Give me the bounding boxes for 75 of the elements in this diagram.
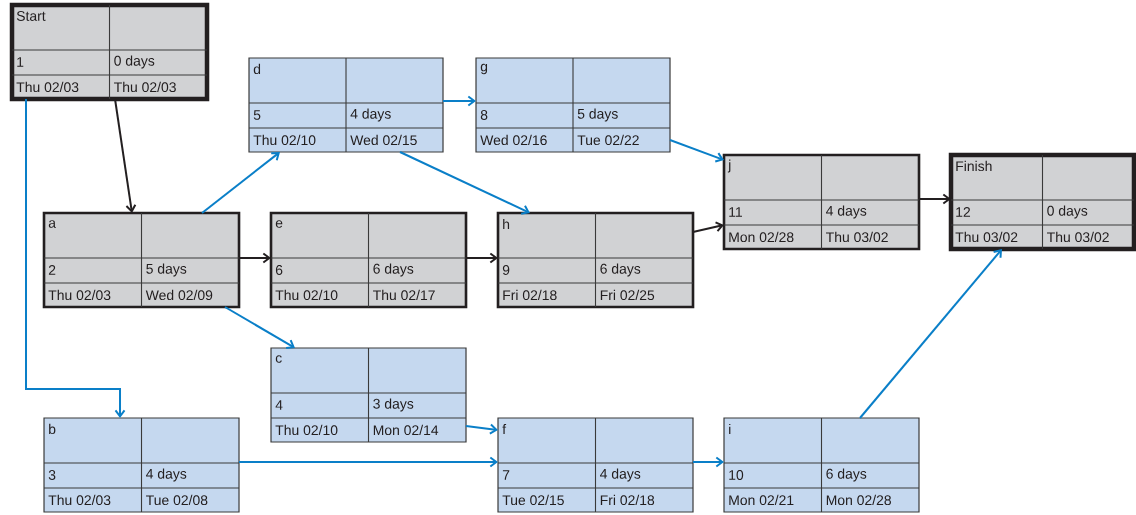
start-date: Mon 02/28 [729,231,794,243]
task-name: h [503,218,510,230]
arrow [201,152,280,214]
start-date: Mon 02/21 [729,494,794,506]
task-name: c [275,355,282,363]
finish-date: Wed 02/15 [350,134,417,146]
finish-date: Fri 02/18 [600,494,655,506]
task-name: i [729,423,731,435]
arrow [25,98,126,418]
arrow [465,252,498,264]
arrow [918,193,951,205]
task-id: 8 [480,110,488,120]
finish-date: Tue 02/22 [577,134,639,146]
arrow [465,423,498,435]
task-id: 4 [275,400,283,410]
arrow [859,249,1002,419]
task-name: Start [16,11,46,21]
start-date: Thu 02/03 [48,494,111,506]
duration: 4 days [826,205,867,219]
duration: 0 days [1047,205,1088,219]
start-date: Fri 02/18 [503,289,557,301]
task-id: 11 [729,207,742,217]
arrow [114,98,137,213]
duration: 4 days [146,468,187,482]
task-name: d [253,63,261,75]
duration: 4 days [600,468,641,482]
finish-date: Thu 02/03 [114,81,176,93]
task-id: 6 [275,265,283,275]
duration: 6 days [826,468,867,482]
duration: 6 days [600,263,641,277]
finish-date: Thu 02/17 [373,289,435,301]
finish-date: Thu 03/02 [826,231,888,243]
finish-date: Mon 02/14 [373,424,439,436]
task-name: b [49,423,56,435]
start-date: Thu 02/03 [48,289,111,301]
task-id: 3 [48,470,56,480]
duration: 3 days [373,398,414,412]
arrow [669,139,724,163]
finish-date: Tue 02/08 [146,494,208,506]
finish-date: Fri 02/25 [600,289,655,301]
start-date: Thu 02/10 [253,134,316,146]
task-name: f [502,423,507,435]
duration: 6 days [373,263,414,277]
task-name: g [480,63,488,75]
duration: 5 days [577,108,618,122]
finish-date: Wed 02/09 [145,289,213,301]
task-id: 12 [956,207,970,217]
start-date: Thu 02/10 [275,424,338,436]
arrow [692,221,724,233]
arrow [238,456,498,468]
task-id: 7 [502,470,510,480]
start-date: Thu 03/02 [955,231,1018,243]
start-date: Tue 02/15 [502,494,564,506]
task-name: Finish [956,160,992,172]
start-date: Thu 02/03 [16,81,79,93]
task-id: 9 [502,265,510,275]
arrow [442,95,476,107]
task-id: 1 [17,57,24,67]
task-id: 5 [253,110,261,120]
task-name: e [275,220,283,228]
task-id: 2 [48,265,56,275]
arrow [224,306,295,349]
arrow [238,252,271,264]
start-date: Thu 02/10 [275,289,338,301]
arrow [399,151,530,215]
duration: 0 days [114,55,155,69]
start-date: Wed 02/16 [480,134,547,146]
task-name: a [48,220,56,228]
finish-date: Thu 03/02 [1047,231,1109,243]
arrow [692,456,724,468]
duration: 4 days [350,108,391,122]
duration: 5 days [146,263,187,277]
task-id: 10 [729,470,744,480]
finish-date: Mon 02/28 [826,494,891,506]
task-name: j [727,159,731,173]
